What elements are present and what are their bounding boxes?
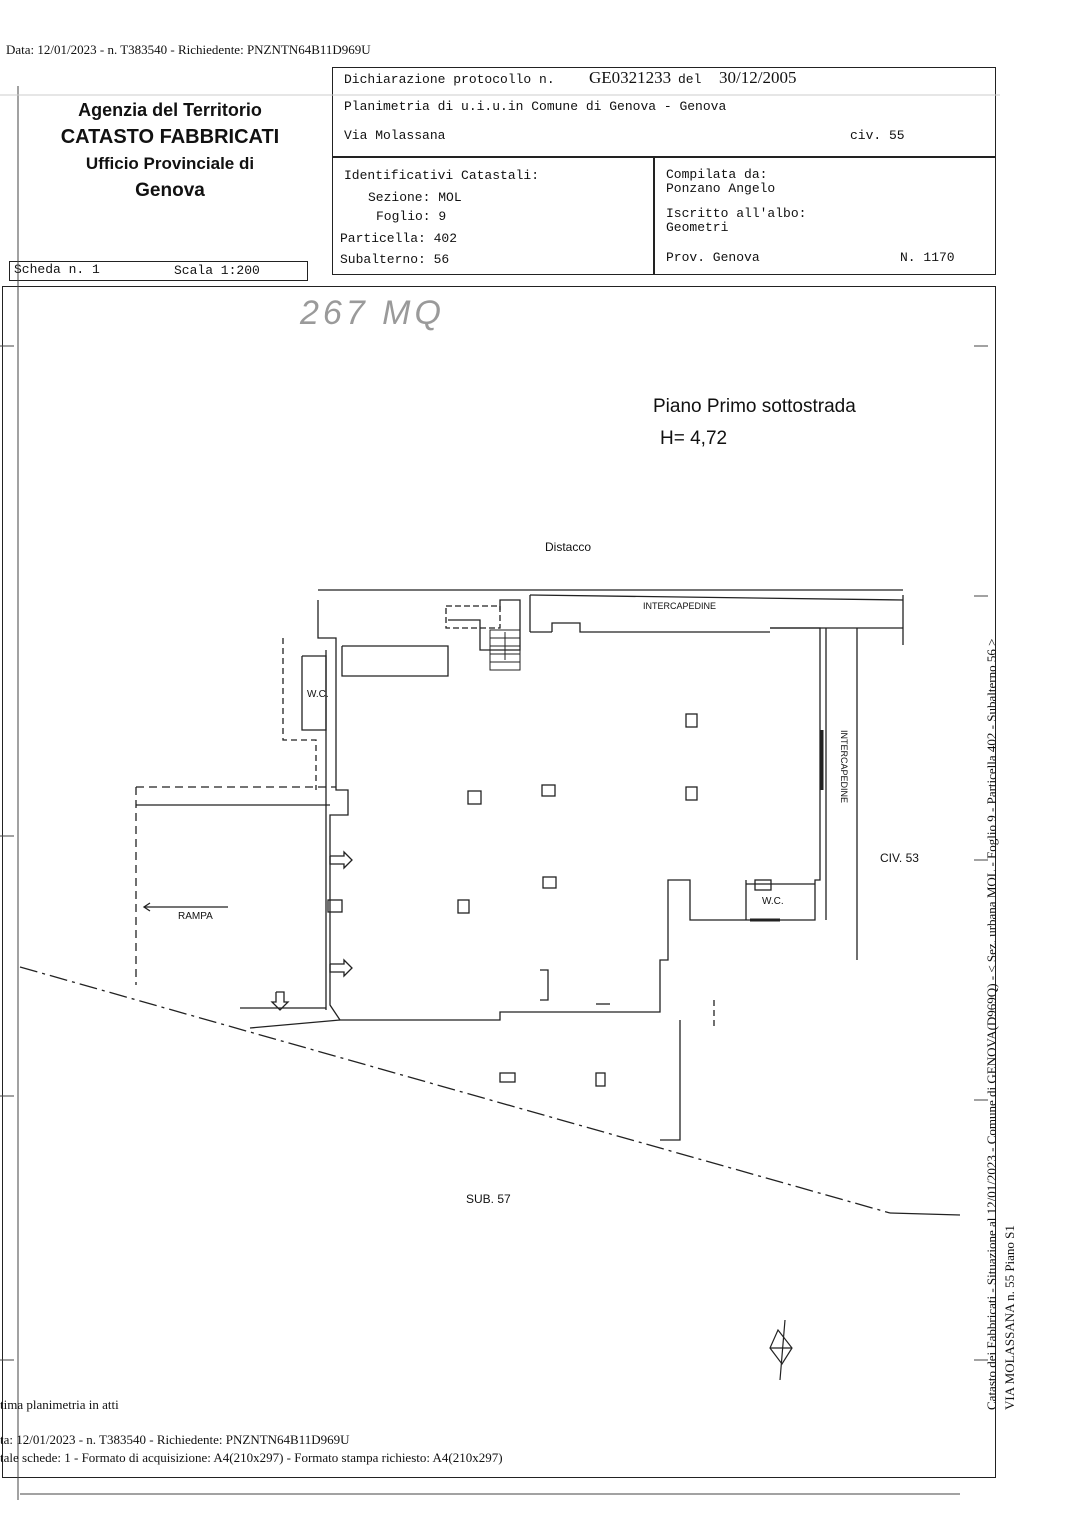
protocol-date: 30/12/2005 xyxy=(719,68,797,87)
footer-format: tale schede: 1 - Formato di acquisizione… xyxy=(0,1450,503,1465)
label-distacco: Distacco xyxy=(545,540,592,554)
subalterno: Subalterno: 56 xyxy=(340,252,450,267)
sheet-scale: Scala 1:200 xyxy=(174,263,260,278)
agency-department: CATASTO FABBRICATI xyxy=(60,126,280,148)
plan-title: Planimetria di u.i.u.in Comune di Genova… xyxy=(344,99,727,114)
sheet-number: Scheda n. 1 xyxy=(14,262,100,277)
civic-number: civ. 55 xyxy=(850,128,905,143)
footer-last-plan: tima planimetria in atti xyxy=(0,1397,119,1412)
handwritten-area: 267 MQ xyxy=(300,294,445,332)
label-intercapedine-side: INTERCAPEDINE xyxy=(839,730,849,804)
registered-label: Iscritto all'albo: xyxy=(666,206,807,221)
identifiers-title: Identificativi Catastali: xyxy=(344,168,540,183)
agency-name: Agenzia del Territorio xyxy=(78,100,262,120)
street-name: Via Molassana xyxy=(344,128,446,143)
compiler-box xyxy=(654,157,996,275)
compiled-by-label: Compilata da: xyxy=(666,167,768,182)
protocol-date-label: del xyxy=(678,72,702,87)
floor-name: Piano Primo sottostrada xyxy=(653,396,856,417)
sezione: Sezione: MOL xyxy=(368,190,462,205)
province: Prov. Genova xyxy=(666,250,760,265)
label-wc-left: W.C. xyxy=(307,689,329,700)
label-sub57: SUB. 57 xyxy=(466,1192,511,1206)
albo-number: N. 1170 xyxy=(900,250,955,265)
foglio: Foglio: 9 xyxy=(376,209,447,224)
north-arrow-icon xyxy=(769,1319,793,1381)
header-box xyxy=(332,67,996,157)
compiled-by: Ponzano Angelo xyxy=(666,181,776,196)
agency-office: Ufficio Provinciale di xyxy=(85,154,255,173)
label-civ53: CIV. 53 xyxy=(880,851,919,865)
label-rampa: RAMPA xyxy=(178,911,213,922)
label-wc-right: W.C. xyxy=(762,896,784,907)
identifiers-box xyxy=(332,157,654,275)
drawing-frame xyxy=(2,286,996,1478)
label-intercapedine-top: INTERCAPEDINE xyxy=(643,601,717,611)
protocol-number: GE0321233 xyxy=(589,68,672,87)
sheet-box xyxy=(9,261,308,281)
floor-height: H= 4,72 xyxy=(660,428,728,449)
document-header-line: Data: 12/01/2023 - n. T383540 - Richiede… xyxy=(6,42,371,57)
agency-city: Genova xyxy=(135,180,205,201)
protocol-label: Dichiarazione protocollo n. xyxy=(344,72,555,87)
registered-value: Geometri xyxy=(666,220,729,235)
side-address-info: VIA MOLASSANA n. 55 Piano S1 xyxy=(1002,1225,1017,1410)
footer-request: ta: 12/01/2023 - n. T383540 - Richiedent… xyxy=(0,1432,350,1447)
particella: Particella: 402 xyxy=(340,231,458,246)
side-cadastral-info: Catasto dei Fabbricati - Situazione al 1… xyxy=(984,638,999,1410)
